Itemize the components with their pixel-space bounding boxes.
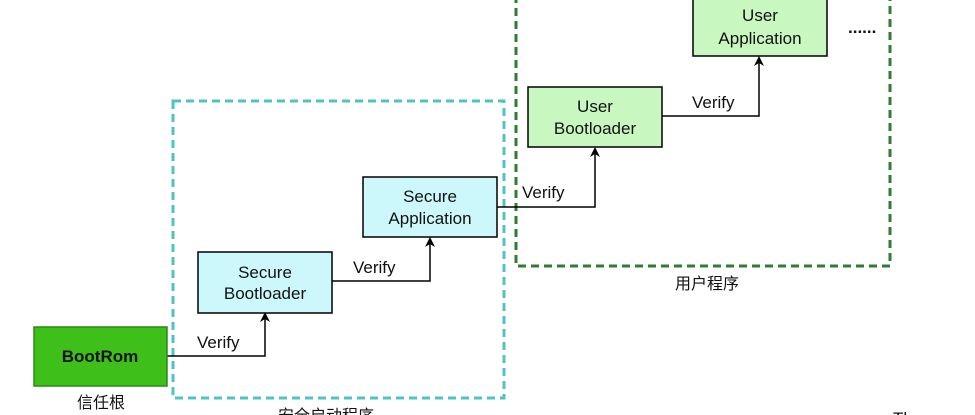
secure-boot-group-label: 安全启动程序 — [278, 406, 374, 415]
edge-label-verify-3: Verify — [522, 183, 565, 202]
secure-application-box — [362, 176, 498, 238]
user-program-group-label: 用户程序 — [675, 274, 739, 293]
edge-label-verify-2: Verify — [353, 258, 396, 277]
continuation-ellipsis: ...... — [848, 18, 876, 37]
user-application-label-line1: User — [742, 6, 778, 25]
secure-application-label-line2: Application — [388, 209, 471, 228]
user-program-group-frame — [514, 0, 892, 268]
secure-boot-group-frame — [171, 99, 506, 400]
user-application-box — [692, 0, 828, 57]
corner-text-fragment: Th — [893, 409, 913, 415]
user-bootloader-label-line2: Bootloader — [554, 119, 637, 138]
user-application-label-line2: Application — [718, 29, 801, 48]
edge-secure-bootloader-to-secure-application — [332, 237, 435, 282]
bootrom-box — [33, 326, 168, 387]
edge-label-verify-1: Verify — [197, 333, 240, 352]
secure-bootloader-box — [197, 251, 333, 314]
user-bootloader-box — [527, 86, 663, 148]
edge-label-verify-4: Verify — [692, 93, 735, 112]
edge-bootrom-to-secure-bootloader — [167, 312, 270, 357]
secure-bootloader-label-line1: Secure — [238, 263, 292, 282]
secure-application-label-line1: Secure — [403, 187, 457, 206]
secure-bootloader-label-line2: Bootloader — [224, 284, 307, 303]
edge-secure-application-to-user-bootloader — [497, 147, 600, 208]
root-of-trust-label: 信任根 — [77, 393, 125, 412]
bootrom-label: BootRom — [62, 347, 138, 366]
edge-user-bootloader-to-user-application — [662, 56, 764, 117]
user-bootloader-label-line1: User — [577, 97, 613, 116]
